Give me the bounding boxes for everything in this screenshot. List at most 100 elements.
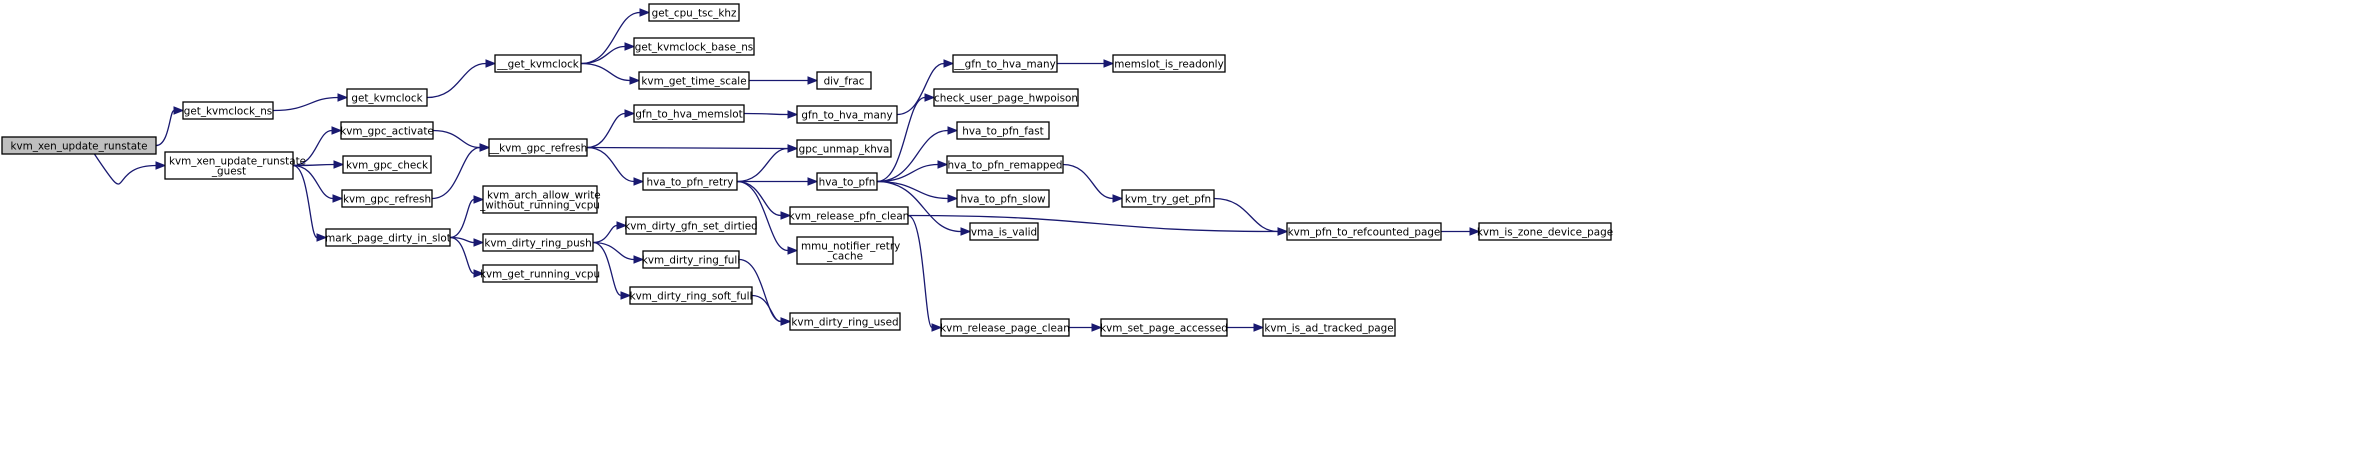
node-kvm-release-page-clean[interactable]: kvm_release_page_clean [940,318,1070,337]
node-hva-to-pfn-remapped[interactable]: hva_to_pfn_remapped [946,155,1064,174]
node-box [633,37,755,56]
node-kvm-is-zone-device-page[interactable]: kvm_is_zone_device_page [1477,222,1613,241]
node-gfn-to-hva-memslot[interactable]: gfn_to_hva_memslot [633,104,745,123]
node-kvm-get-time-scale[interactable]: kvm_get_time_scale [638,71,750,90]
node-check-user-page-hwpoison[interactable]: check_user_page_hwpoison [933,88,1079,107]
edge-get-kvmclock-to-kvm-get-time-scale [580,62,641,85]
node-kvm-xen-update-runstate[interactable]: kvm_xen_update_runstate [1,136,157,155]
edge-hva-to-pfn-to-hva-to-pfn-remapped [876,160,949,183]
node-label: _without_running_vcpu [479,199,600,211]
node-box [494,54,582,73]
node-kvm-dirty-ring-full[interactable]: kvm_dirty_ring_full [642,250,740,269]
node-box [340,121,434,140]
edge-kvm-xen-update-runstate-guest-to-kvm-gpc-check [292,160,345,169]
node-label: __get_kvmclock [496,58,579,70]
edge-layer [93,8,1481,332]
edge-kvm-gpc-refresh-to-hva-to-pfn-retry [586,146,645,186]
node-kvm-release-pfn-clean[interactable]: kvm_release_pfn_clean [789,206,910,225]
node-box [625,216,757,235]
node-label: kvm_dirty_ring_full [642,254,740,266]
node-kvm-gpc-check[interactable]: kvm_gpc_check [342,155,432,174]
node-label: gfn_to_hva_many [801,109,892,121]
node-label: mmu_notifier_retry [801,240,900,252]
node-label: get_kvmclock_ns [184,105,272,117]
edge-hva-to-pfn-to-hva-to-pfn-fast [876,126,959,183]
node-kvm-gpc-refresh[interactable]: kvm_gpc_refresh [341,189,433,208]
node-get-kvmclock-ns[interactable]: get_kvmclock_ns [182,101,274,120]
node-box [933,88,1079,107]
edge-kvm-pfn-to-refcounted-page-to-kvm-is-zone-device-page [1441,227,1481,236]
node-gfn-to-hva-many[interactable]: __gfn_to_hva_many [952,54,1058,73]
node-label: _guest [211,165,246,177]
node-label: kvm_pfn_to_refcounted_page [1288,226,1441,238]
node-label: kvm_dirty_ring_used [791,316,898,328]
edge-kvm-gpc-refresh-to-kvm-gpc-refresh [431,143,491,200]
node-box [482,233,594,252]
edge-hva-to-pfn-retry-to-gpc-unmap-khva [736,144,799,183]
edge-hva-to-pfn-to-hva-to-pfn-slow [876,180,959,203]
node-hva-to-pfn-retry[interactable]: hva_to_pfn_retry [642,172,738,191]
node-kvm-gpc-refresh[interactable]: __kvm_gpc_refresh [488,138,588,157]
node-hva-to-pfn[interactable]: hva_to_pfn [816,172,878,191]
node-label: get_kvmclock_base_ns [635,41,753,53]
edge-hva-to-pfn-to-vma-is-valid [876,180,972,236]
node-kvm-set-page-accessed[interactable]: kvm_set_page_accessed [1100,318,1228,337]
node-label: kvm_gpc_refresh [343,193,431,205]
node-box [342,155,432,174]
edge-hva-to-pfn-retry-to-mmu-notifier-retry-cache [736,180,799,255]
node-get-cpu-tsc-khz[interactable]: get_cpu_tsc_khz [648,3,740,22]
node-get-kvmclock-base-ns[interactable]: get_kvmclock_base_ns [633,37,755,56]
node-label: kvm_dirty_gfn_set_dirtied [624,220,757,232]
edge-kvm-release-pfn-clean-to-kvm-pfn-to-refcounted-page [907,214,1289,236]
edge-kvm-dirty-ring-push-to-kvm-dirty-ring-soft-full [592,241,632,300]
node-label: kvm_release_pfn_clean [789,210,910,222]
node-label: vma_is_valid [971,226,1037,238]
edge-get-kvmclock-to-get-cpu-tsc-khz [580,8,651,65]
node-label: memslot_is_readonly [1114,58,1223,70]
node-label: kvm_get_running_vcpu [480,268,600,280]
node-box [638,71,750,90]
edge-kvm-xen-update-runstate-guest-to-kvm-gpc-activate [292,126,343,167]
node-kvm-is-ad-tracked-page[interactable]: kvm_is_ad_tracked_page [1262,318,1396,337]
node-get-kvmclock[interactable]: __get_kvmclock [494,54,582,73]
node-kvm-dirty-ring-used[interactable]: kvm_dirty_ring_used [789,312,901,331]
node-label: kvm_set_page_accessed [1100,322,1228,334]
node-box [482,185,598,214]
edge-kvm-release-page-clean-to-kvm-set-page-accessed [1069,323,1103,332]
node-label: div_frac [824,75,865,87]
node-box [946,155,1064,174]
node-hva-to-pfn-fast[interactable]: hva_to_pfn_fast [956,121,1050,140]
node-gfn-to-hva-many[interactable]: gfn_to_hva_many [796,105,898,124]
node-kvm-arch-allow-write-without-running-vcpu[interactable]: kvm_arch_allow_write_without_running_vcp… [479,185,601,214]
node-div-frac[interactable]: div_frac [816,71,872,90]
node-hva-to-pfn-slow[interactable]: hva_to_pfn_slow [956,189,1050,208]
node-get-kvmclock[interactable]: get_kvmclock [346,88,428,107]
node-mmu-notifier-retry-cache[interactable]: mmu_notifier_retry_cache [796,236,900,265]
node-box [1262,318,1396,337]
node-kvm-get-running-vcpu[interactable]: kvm_get_running_vcpu [480,264,600,283]
node-box [341,189,433,208]
node-kvm-xen-update-runstate-guest[interactable]: kvm_xen_update_runstate_guest [164,151,306,180]
edge-kvm-dirty-ring-push-to-kvm-dirty-ring-full [592,241,645,264]
node-kvm-dirty-ring-push[interactable]: kvm_dirty_ring_push [482,233,594,252]
edge-gfn-to-hva-many-to-gfn-to-hva-many [896,59,955,116]
node-label: mark_page_dirty_in_slot [325,232,451,244]
edge-get-kvmclock-to-get-kvmclock-base-ns [580,42,636,65]
edge-gfn-to-hva-many-to-memslot-is-readonly [1057,59,1115,68]
node-box [952,54,1058,73]
node-box [648,3,740,22]
node-gpc-unmap-khva[interactable]: gpc_unmap_khva [796,139,892,158]
node-label: _cache [826,250,863,262]
node-mark-page-dirty-in-slot[interactable]: mark_page_dirty_in_slot [325,228,451,247]
node-kvm-gpc-activate[interactable]: kvm_gpc_activate [340,121,434,140]
node-box [816,71,872,90]
node-kvm-dirty-ring-soft-full[interactable]: kvm_dirty_ring_soft_full [629,286,753,305]
node-label: gpc_unmap_khva [799,143,890,155]
node-kvm-try-get-pfn[interactable]: kvm_try_get_pfn [1121,189,1215,208]
node-memslot-is-readonly[interactable]: memslot_is_readonly [1112,54,1226,73]
node-vma-is-valid[interactable]: vma_is_valid [969,222,1039,241]
node-box [789,312,901,331]
node-kvm-pfn-to-refcounted-page[interactable]: kvm_pfn_to_refcounted_page [1286,222,1442,241]
node-kvm-dirty-gfn-set-dirtied[interactable]: kvm_dirty_gfn_set_dirtied [624,216,758,235]
node-label: hva_to_pfn_retry [647,176,734,188]
